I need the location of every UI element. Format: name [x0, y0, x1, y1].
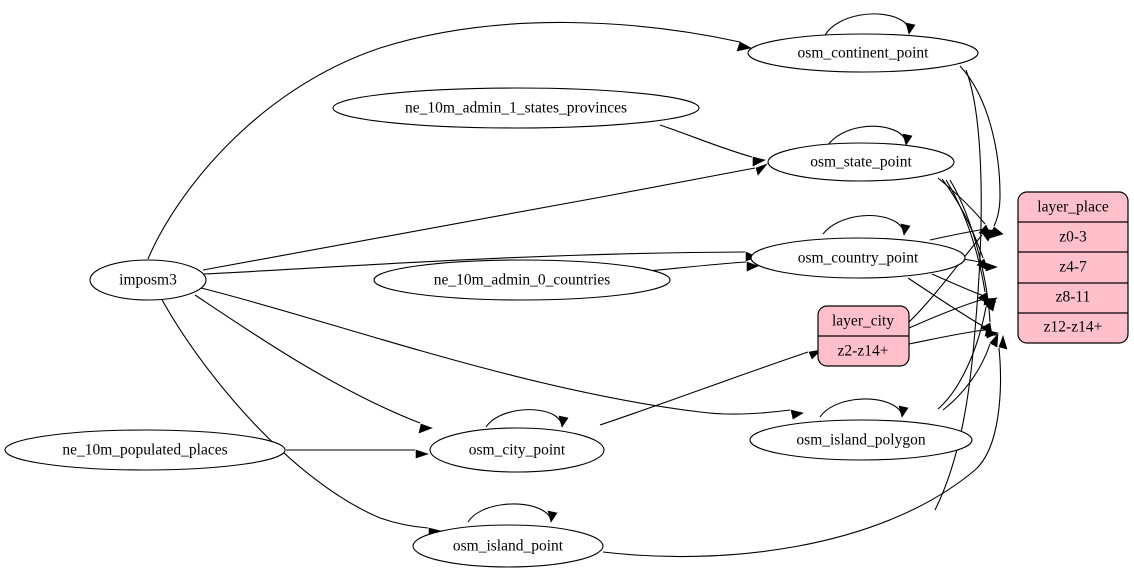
node-shape-ne-states[interactable] [332, 87, 700, 129]
node-shape-osm-country-point[interactable] [750, 237, 966, 279]
arrowhead-selfloop-island-polygon [898, 405, 909, 418]
node-label-osm-island-polygon: osm_island_polygon [796, 432, 925, 449]
edge-osm-country-point-to-layer-place-z8-11 [931, 273, 985, 297]
record-title-layer-city: layer_city [832, 313, 894, 330]
node-shape-osm-island-point[interactable] [412, 524, 604, 568]
node-label-osm-city-point: osm_city_point [469, 442, 566, 459]
edge-osm-continent-point-to-layer-place-z0-3 [959, 65, 1001, 227]
node-osm-island-polygon[interactable]: osm_island_polygon [749, 419, 973, 461]
edge-selfloop-osm-island-polygon [819, 398, 903, 418]
arrowhead-ne-states-state [752, 156, 766, 167]
node-shape-osm-continent-point[interactable] [747, 33, 979, 73]
node-shape-osm-state-point[interactable] [767, 142, 955, 182]
edge-osm-city-point-to-layer-city [599, 351, 809, 426]
node-shape-ne-countries[interactable] [373, 259, 671, 301]
arrowhead-selfloop-island-point [547, 510, 558, 523]
node-imposm3[interactable]: imposm3 [89, 259, 207, 301]
edge-imposm3-to-osm-country-point [203, 251, 746, 275]
node-label-ne-states: ne_10m_admin_1_states_provinces [405, 100, 627, 117]
edge-osm-island-polygon-to-layer-place-z12-z14 [942, 343, 991, 411]
node-shape-osm-city-point[interactable] [429, 427, 605, 473]
edge-osm-island-point-to-layer-place-z12-z14 [602, 347, 1002, 558]
node-ne-10m-admin-1-states-provinces[interactable]: ne_10m_admin_1_states_provinces [332, 87, 700, 129]
node-osm-country-point[interactable]: osm_country_point [750, 237, 966, 279]
node-ne-10m-admin-0-countries[interactable]: ne_10m_admin_0_countries [373, 259, 671, 301]
edge-osm-island-polygon-to-layer-place-z8-11 [937, 306, 987, 410]
arrowhead-islandpoint-z12 [998, 335, 1008, 350]
node-ne-10m-populated-places[interactable]: ne_10m_populated_places [4, 429, 286, 471]
node-label-imposm3: imposm3 [119, 272, 177, 289]
node-label-osm-continent-point: osm_continent_point [798, 45, 930, 62]
arrowhead-layercity-z12 [985, 329, 999, 339]
node-layer: osm_continent_point ne_10m_admin_1_state… [4, 33, 979, 568]
edge-imposm3-to-osm-city-point [194, 294, 421, 424]
arrowhead-imposm3-state [755, 163, 768, 176]
node-osm-island-point[interactable]: osm_island_point [412, 524, 604, 568]
node-label-ne-countries: ne_10m_admin_0_countries [434, 272, 611, 289]
edge-imposm3-to-osm-island-polygon [200, 287, 791, 415]
arrowhead-islandpoly-z811 [985, 297, 997, 312]
arrowhead-layercity-z03 [982, 228, 995, 242]
record-box-layer-place[interactable] [1017, 191, 1129, 344]
edge-osm-country-point-to-layer-place-z12-z14 [907, 277, 987, 329]
arrowhead-selfloop-state [902, 133, 913, 146]
edge-selfloop-osm-island-point [467, 503, 552, 523]
edge-imposm3-to-osm-state-point [202, 167, 756, 271]
arrowhead-islandpoly-z12 [989, 333, 999, 348]
edge-layer-city-to-layer-place-z12-z14 [908, 329, 986, 345]
node-label-ne-populated: ne_10m_populated_places [62, 442, 227, 459]
record-row-layer-place-z0-3[interactable]: z0-3 [1059, 229, 1087, 246]
record-row-layer-place-z4-7[interactable]: z4-7 [1059, 259, 1087, 276]
node-osm-city-point[interactable]: osm_city_point [429, 427, 605, 473]
record-layer: layer_place z0-3 z4-7 z8-11 z12-z14+ lay… [817, 191, 1129, 367]
arrowhead-imposm3-continent [736, 41, 752, 52]
arrowhead-selfloop-city [558, 415, 569, 428]
edge-selfloop-osm-city-point [485, 409, 563, 428]
edge-selfloop-osm-continent-point [824, 13, 910, 36]
edge-osm-state-point-to-layer-place-z0-3 [937, 177, 986, 225]
edge-osm-continent-point-secondary-strand [934, 69, 982, 511]
edge-selfloop-osm-state-point [827, 125, 907, 146]
node-osm-state-point[interactable]: osm_state_point [767, 142, 955, 182]
edge-selfloop-osm-country-point [822, 215, 905, 235]
edge-imposm3-to-osm-continent-point [147, 21, 741, 260]
record-row-layer-place-z8-11[interactable]: z8-11 [1056, 289, 1091, 306]
node-osm-continent-point[interactable]: osm_continent_point [747, 33, 979, 73]
record-title-layer-place: layer_place [1037, 199, 1109, 216]
record-layer-place[interactable]: layer_place z0-3 z4-7 z8-11 z12-z14+ [1017, 191, 1129, 344]
arrowhead-country-z47 [985, 262, 998, 272]
node-shape-ne-populated[interactable] [4, 429, 286, 471]
node-label-osm-state-point: osm_state_point [810, 154, 912, 171]
record-row-layer-place-z12-z14[interactable]: z12-z14+ [1044, 319, 1103, 336]
arrowhead-selfloop-continent [905, 22, 916, 35]
arrowhead-imposm3-city [418, 423, 433, 434]
edge-layer [147, 13, 1008, 558]
node-label-osm-country-point: osm_country_point [798, 250, 919, 267]
edge-ne-countries-to-osm-country-point [647, 261, 747, 272]
edge-layer-city-to-layer-place-z0-3 [908, 234, 983, 323]
edge-imposm3-to-osm-island-point [159, 295, 429, 529]
record-row-layer-city-z2-z14[interactable]: z2-z14+ [838, 343, 889, 360]
arrowhead-ne-populated-city [415, 449, 429, 459]
node-shape-imposm3[interactable] [89, 259, 207, 301]
edge-osm-country-point-to-layer-place-z0-3 [929, 228, 986, 241]
arrowhead-imposm3-island-polygon [790, 409, 804, 420]
arrowhead-ne-countries-country [746, 261, 759, 272]
arrowhead-selfloop-country [900, 223, 911, 236]
record-layer-city[interactable]: layer_city z2-z14+ [817, 305, 910, 367]
edge-ne-states-to-osm-state-point [659, 124, 753, 158]
node-label-osm-island-point: osm_island_point [453, 538, 564, 555]
node-shape-osm-island-polygon[interactable] [749, 419, 973, 461]
edge-osm-state-point-to-layer-place-z8-11 [945, 179, 986, 293]
